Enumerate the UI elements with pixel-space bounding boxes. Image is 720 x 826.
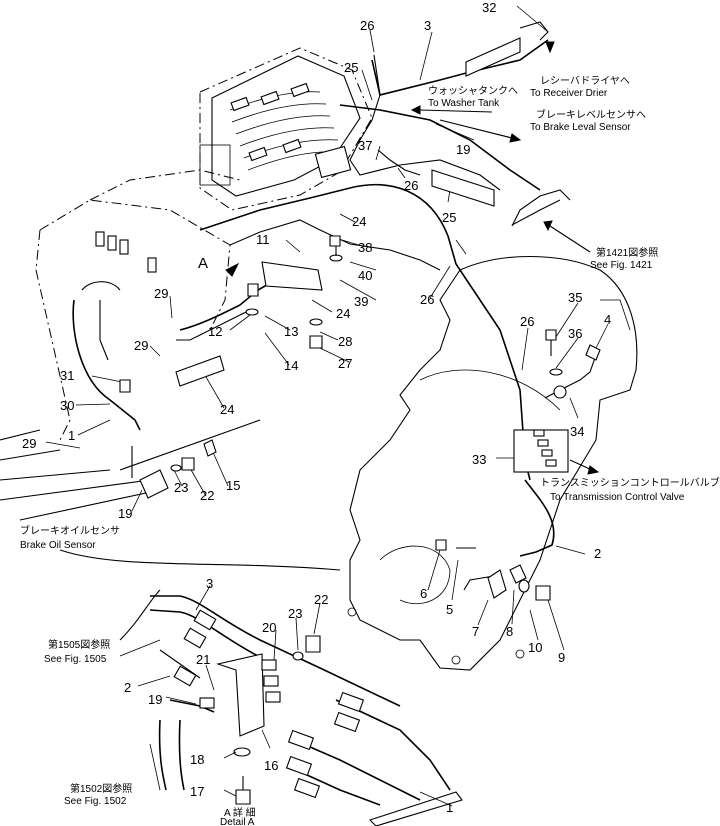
part-label: 34 (570, 424, 584, 439)
part-label: 23 (174, 480, 188, 495)
part-label: 26 (404, 178, 418, 193)
view-marker: A (198, 255, 208, 272)
part-label: 29 (22, 436, 36, 451)
part-label: 18 (190, 752, 204, 767)
part-label: 27 (338, 356, 352, 371)
part-label: 19 (456, 142, 470, 157)
part-label: 24 (220, 402, 234, 417)
part-label: 7 (472, 624, 479, 639)
part-label: 21 (196, 652, 210, 667)
part-label: 9 (558, 650, 565, 665)
fig1502-jp: 第1502図参照 (70, 782, 132, 795)
part-label: 2 (124, 680, 131, 695)
part-label: 3 (424, 18, 431, 33)
brake-level-jp: ブレーキレベルセンサへ (536, 108, 646, 121)
part-label: 3 (206, 576, 213, 591)
transmission-jp: トランスミッションコントロールバルブへ (540, 476, 720, 489)
part-label: 6 (420, 586, 427, 601)
detail-label-en: Detail A (220, 817, 255, 826)
washer-tank-jp: ウォッシャタンクへ (428, 85, 518, 97)
brake-level-en: To Brake Leval Sensor (530, 122, 631, 133)
part-label: 28 (338, 334, 352, 349)
part-label: 29 (154, 286, 168, 301)
fig1505-jp: 第1505図参照 (48, 638, 110, 651)
part-label: 26 (360, 18, 374, 33)
part-label: 37 (358, 138, 372, 153)
part-label: 29 (134, 338, 148, 353)
part-label: 12 (208, 324, 222, 339)
part-label: 17 (190, 784, 204, 799)
detail-a (119, 585, 463, 826)
part-label: 35 (568, 290, 582, 305)
part-label: 25 (442, 210, 456, 225)
part-label: 24 (336, 306, 350, 321)
receiver-drier-jp: レシーバドライヤへ (540, 75, 630, 87)
part-label: 14 (284, 358, 298, 373)
part-label: 5 (446, 602, 453, 617)
part-label: 1 (68, 428, 75, 443)
part-label: 39 (354, 294, 368, 309)
fig1421-jp: 第1421図参照 (596, 246, 658, 259)
part-label: 33 (472, 452, 486, 467)
brake-oil-jp: ブレーキオイルセンサ (20, 524, 120, 537)
fig1421-en: See Fig. 1421 (590, 260, 653, 271)
part-label: 10 (528, 640, 542, 655)
components (119, 21, 601, 601)
cab-panel (199, 47, 373, 211)
part-label: 15 (226, 478, 240, 493)
part-label: 8 (506, 624, 513, 639)
part-label: 25 (344, 60, 358, 75)
part-label: 40 (358, 268, 372, 283)
part-label: 11 (256, 232, 270, 247)
part-label: 1 (446, 800, 453, 815)
washer-tank-en: To Washer Tank (428, 98, 500, 109)
part-label: 22 (314, 592, 328, 607)
callout-text: レシーバドライヤへ To Receiver Drier ウォッシャタンクへ To… (20, 75, 720, 826)
callout-arrows (59, 105, 600, 641)
part-label: 30 (60, 398, 74, 413)
part-label: 16 (264, 758, 278, 773)
part-label: 19 (148, 692, 162, 707)
part-number-labels: 1 1 2 2 3 3 4 5 6 7 8 9 10 11 12 13 14 1… (22, 0, 611, 815)
part-label: 31 (60, 368, 74, 383)
transmission-en: To Transmission Control Valve (550, 492, 685, 503)
fig1502-en: See Fig. 1502 (64, 796, 127, 807)
part-label: 24 (352, 214, 366, 229)
part-label: 32 (482, 0, 496, 15)
part-label: 20 (262, 620, 276, 635)
fig1505-en: See Fig. 1505 (44, 654, 107, 665)
part-label: 23 (288, 606, 302, 621)
part-label: 26 (520, 314, 534, 329)
detail-label-jp: A 詳 細 (224, 806, 256, 819)
left-body (0, 169, 261, 521)
harness-lines (45, 5, 609, 651)
part-label: 38 (358, 240, 372, 255)
part-label: 19 (118, 506, 132, 521)
brake-oil-en: Brake Oil Sensor (20, 540, 96, 551)
part-label: 26 (420, 292, 434, 307)
part-label: 13 (284, 324, 298, 339)
part-label: 4 (604, 312, 611, 327)
receiver-drier-en: To Receiver Drier (530, 88, 608, 99)
part-label: 36 (568, 326, 582, 341)
part-label: 2 (594, 546, 601, 561)
part-label: 22 (200, 488, 214, 503)
